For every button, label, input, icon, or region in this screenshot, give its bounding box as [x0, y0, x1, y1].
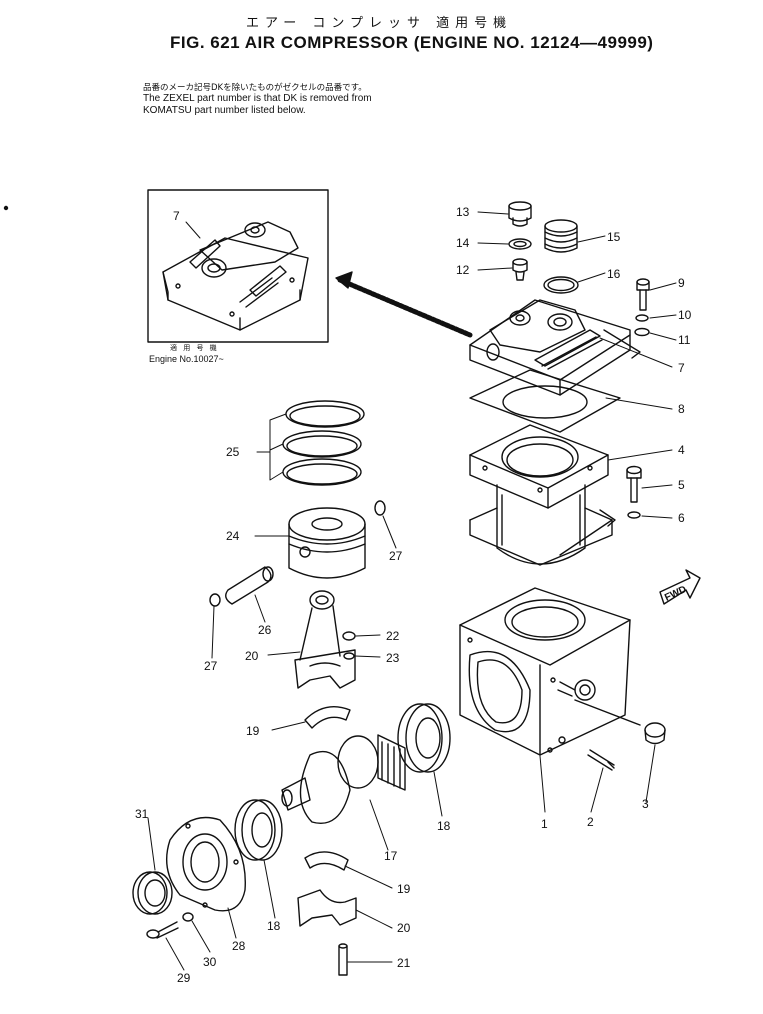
callout-4: 4 [678, 443, 685, 457]
oil-seal-31 [132, 871, 173, 915]
ball-bearing-18b [234, 799, 283, 861]
gasket-16 [543, 276, 579, 294]
piston-rings-25 [282, 400, 365, 486]
callout-1: 1 [541, 817, 548, 831]
callout-20b: 20 [397, 921, 411, 935]
crankcase-1 [459, 587, 641, 756]
japanese-title: エアー コンプレッサ 適用号機 [246, 16, 513, 31]
valve-12 [512, 258, 528, 281]
callout-18a: 18 [437, 819, 451, 833]
callout-24: 24 [226, 529, 240, 543]
figure-title: FIG. 621 AIR COMPRESSOR (ENGINE NO. 1212… [170, 33, 654, 52]
gasket-8 [469, 369, 621, 433]
callout-21: 21 [397, 956, 411, 970]
washer-6 [627, 511, 641, 519]
callout-23: 23 [386, 651, 400, 665]
stray-mark [3, 205, 9, 211]
callout-labels: 7 13 14 12 15 16 9 10 11 7 8 4 5 6 25 24… [135, 205, 692, 985]
washer-23 [343, 652, 355, 660]
callout-7-inset: 7 [173, 209, 180, 223]
callout-15: 15 [607, 230, 621, 244]
callout-25: 25 [226, 445, 240, 459]
cylinder-head-7 [469, 299, 641, 396]
callout-28: 28 [232, 939, 246, 953]
callout-17: 17 [384, 849, 398, 863]
bolt-29 [146, 921, 179, 939]
note-line-2: KOMATSU part number listed below. [143, 105, 306, 116]
bolt-9 [636, 278, 650, 311]
bearing-shell-19b [304, 851, 349, 871]
callout-9: 9 [678, 276, 685, 290]
callout-14: 14 [456, 236, 470, 250]
note-japanese: 品番のメーカ記号DKを除いたものがゼクセルの品番です。 [143, 83, 367, 93]
callout-13: 13 [456, 205, 470, 219]
callout-5: 5 [678, 478, 685, 492]
plug-15 [544, 219, 578, 253]
callout-19b: 19 [397, 882, 411, 896]
piston-pin-26 [225, 566, 274, 605]
washer-14 [508, 238, 532, 250]
washer-10 [635, 314, 649, 322]
leader-lines [147, 211, 677, 971]
inset-cylinder-head [162, 221, 309, 331]
ball-bearing-18a [397, 703, 451, 773]
callout-2: 2 [587, 815, 594, 829]
washer-11 [634, 327, 650, 337]
callout-6: 6 [678, 511, 685, 525]
callout-31: 31 [135, 807, 149, 821]
piston-24 [288, 507, 366, 579]
callout-12: 12 [456, 263, 470, 277]
callout-19a: 19 [246, 724, 260, 738]
callout-16: 16 [607, 267, 621, 281]
stud-2 [587, 749, 615, 771]
callout-29: 29 [177, 971, 191, 985]
connecting-rod-20 [294, 590, 356, 689]
nut-22 [342, 631, 356, 641]
inset-caption: Engine No.10027~ [149, 354, 224, 364]
bearing-shell-19a [304, 706, 351, 729]
cylinder-4 [469, 424, 616, 566]
callout-26: 26 [258, 623, 272, 637]
bearing-cover-28 [166, 816, 246, 912]
callout-8: 8 [678, 402, 685, 416]
callout-7: 7 [678, 361, 685, 375]
callout-30: 30 [203, 955, 217, 969]
inset-caption-japanese: 適 用 号 機 [170, 344, 219, 352]
inset-pointer-arrow [335, 271, 473, 338]
inset-box [147, 189, 329, 343]
washer-30 [182, 912, 194, 922]
fwd-label: FWD [663, 584, 688, 604]
callout-3: 3 [642, 797, 649, 811]
callout-10: 10 [678, 308, 692, 322]
rod-cap-20 [297, 889, 357, 927]
bolt-5 [626, 465, 642, 503]
crankshaft-17 [281, 734, 406, 824]
snap-ring-27a [374, 500, 386, 516]
callout-27b: 27 [204, 659, 218, 673]
snap-ring-27b [209, 593, 221, 607]
callout-11: 11 [678, 333, 691, 347]
callout-27a: 27 [389, 549, 403, 563]
callout-20a: 20 [245, 649, 259, 663]
bolt-21 [338, 943, 348, 976]
plug-13 [508, 201, 532, 227]
forward-direction-marker: FWD [659, 569, 701, 605]
note-line-1: The ZEXEL part number is that DK is remo… [143, 93, 372, 104]
callout-22: 22 [386, 629, 400, 643]
plug-3 [644, 722, 666, 745]
callout-18b: 18 [267, 919, 281, 933]
